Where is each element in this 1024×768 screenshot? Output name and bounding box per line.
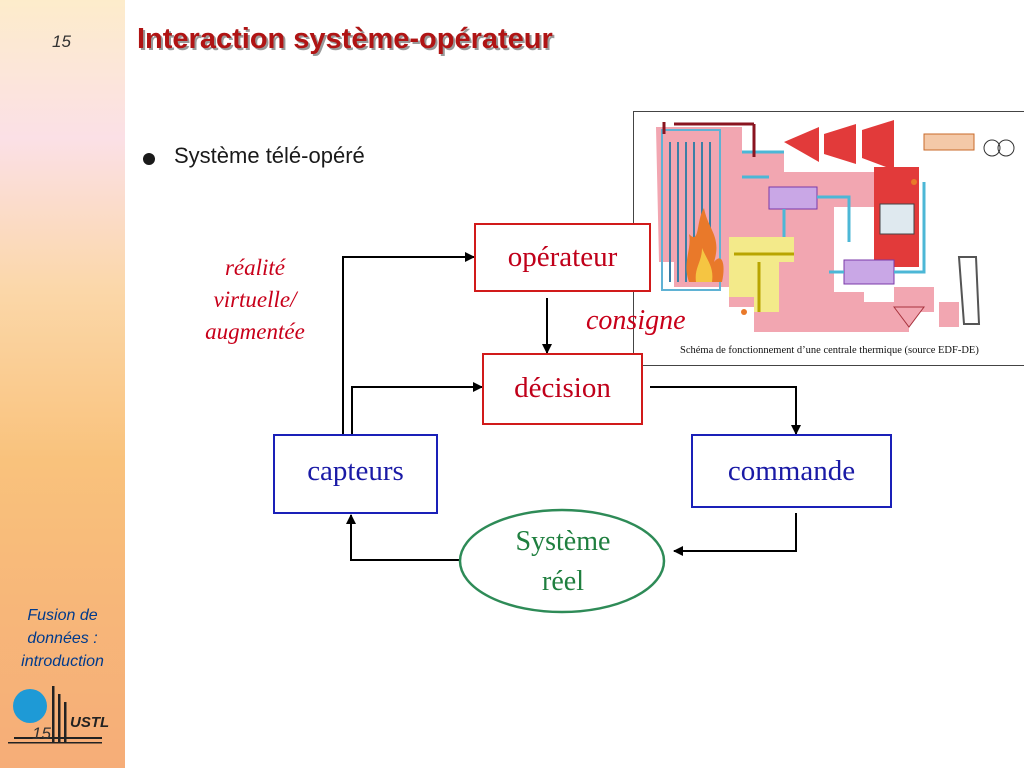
arrow-sensors-to-decision [351, 382, 483, 434]
power-plant-figure [633, 111, 1024, 366]
arrow-decision-to-command [650, 386, 801, 435]
arrow-system-to-sensors [346, 514, 460, 561]
bullet-icon [143, 153, 155, 165]
decision-label: décision [514, 372, 611, 404]
sensors-box: capteurs [273, 434, 438, 514]
logo-text: USTL [70, 714, 109, 731]
setpoint-label: consigne [586, 305, 686, 336]
footer-line: introduction [21, 653, 104, 670]
logo-page-number: 15 [32, 724, 51, 743]
arrow-command-to-system [673, 513, 797, 556]
page-number: 15 [52, 32, 71, 51]
decision-box: décision [482, 353, 643, 425]
ustl-logo: USTL [8, 686, 109, 744]
augmented-reality-label: réalité virtuelle/ augmentée [180, 252, 330, 348]
sensors-label: capteurs [307, 455, 404, 487]
operator-box: opérateur [474, 223, 651, 292]
sidebar [0, 0, 125, 768]
real-system-label: Système réel [490, 522, 636, 602]
footer-line: Fusion de [27, 607, 98, 624]
real-system-line: Système [515, 526, 611, 557]
footer-text: Fusion de données : introduction [0, 604, 125, 673]
augmented-reality-line: augmentée [205, 319, 305, 344]
arrow-sensors-to-operator [342, 252, 475, 434]
figure-caption: Schéma de fonctionnement d’une centrale … [680, 345, 979, 356]
real-system-line: réel [542, 566, 584, 597]
power-plant-schematic [634, 112, 1024, 365]
operator-label: opérateur [507, 241, 618, 273]
augmented-reality-line: virtuelle/ [213, 287, 297, 312]
footer-line: données : [27, 630, 98, 647]
augmented-reality-line: réalité [224, 255, 286, 280]
command-label: commande [727, 455, 856, 487]
command-box: commande [691, 434, 892, 508]
real-system-ellipse [458, 508, 666, 614]
slide-title: Interaction système-opérateur [137, 23, 553, 55]
bullet-text: Système télé-opéré [174, 143, 365, 168]
